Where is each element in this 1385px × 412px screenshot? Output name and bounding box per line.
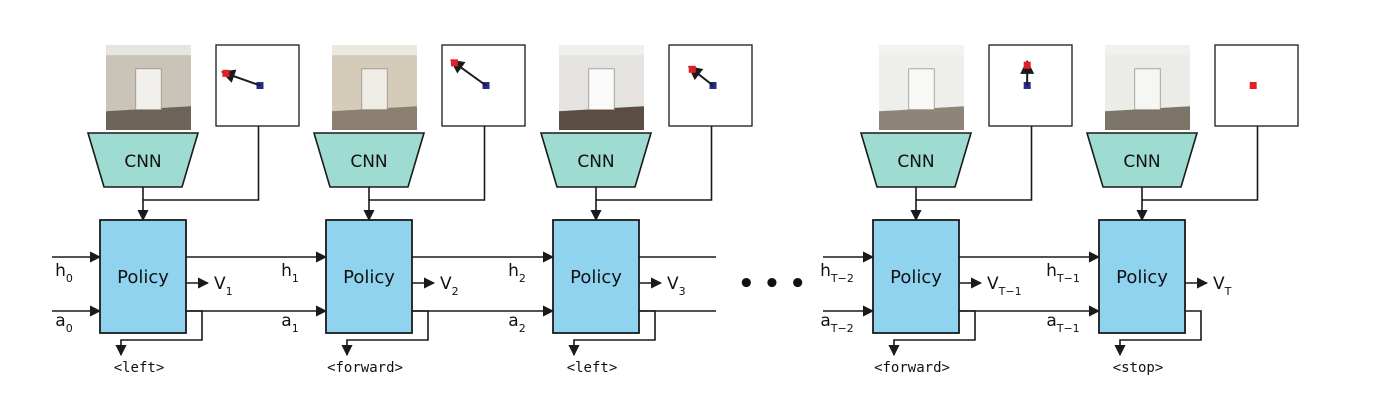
goal-marker	[1249, 82, 1257, 89]
policy-label: Policy	[890, 267, 942, 288]
value-label: V1	[214, 274, 233, 298]
value-label: V3	[667, 274, 686, 298]
prev-action-label: aT−1	[1046, 311, 1079, 335]
goal-marker	[450, 59, 458, 67]
goal-map	[668, 44, 753, 127]
prev-action-label: a1	[281, 311, 298, 335]
policy-box	[325, 219, 413, 334]
map-to-policy-arrow	[1136, 126, 1259, 222]
cnn-block	[859, 132, 973, 188]
photo-ceiling	[559, 45, 644, 56]
photo-floor	[1105, 106, 1190, 130]
prev-action-label: aT−2	[820, 311, 853, 335]
goal-map	[1214, 44, 1299, 127]
observation-photo	[879, 45, 964, 130]
photo-ceiling	[1105, 45, 1190, 56]
action-output-arrow	[568, 310, 656, 357]
action-output-arrow	[1114, 310, 1202, 357]
photo-floor	[879, 106, 964, 130]
photo-floor	[332, 106, 417, 130]
policy-box	[99, 219, 187, 334]
goal-map	[441, 44, 526, 127]
policy-label: Policy	[343, 267, 395, 288]
prev-action-label: a2	[508, 311, 525, 335]
policy-label: Policy	[1116, 267, 1168, 288]
hidden-state-label: hT−2	[820, 261, 854, 285]
prev-action-label: a0	[55, 311, 72, 335]
stage-3: CNN Policy V3 <left> h2 a2	[508, 44, 753, 376]
goal-map	[215, 44, 300, 127]
action-output-arrow	[888, 310, 976, 357]
cnn-label: CNN	[350, 152, 387, 172]
policy-label: Policy	[117, 267, 169, 288]
observation-photo	[332, 45, 417, 130]
map-to-policy-arrow	[910, 126, 1033, 222]
photo-floor	[106, 106, 191, 130]
stage-4: CNN Policy VT−1 <forward> hT−2 aT−2	[820, 44, 1073, 376]
cnn-block	[312, 132, 426, 188]
photo-doorway	[588, 68, 615, 111]
goal-marker	[1023, 61, 1031, 69]
action-label: <forward>	[327, 360, 403, 376]
photo-doorway	[908, 68, 935, 111]
stages: CNN Policy V1 <left> h0 a0 CNN Policy V2 <forward…	[55, 44, 1299, 376]
stage-1: CNN Policy V1 <left> h0 a0	[55, 44, 300, 376]
action-output-arrow	[115, 310, 203, 357]
cnn-block	[1085, 132, 1199, 188]
map-to-policy-arrow	[590, 126, 713, 222]
action-output-arrow	[341, 310, 429, 357]
action-label: <forward>	[874, 360, 950, 376]
cnn-label: CNN	[124, 152, 161, 172]
map-to-policy-arrow	[363, 126, 486, 222]
photo-doorway	[361, 68, 388, 111]
cnn-label: CNN	[577, 152, 614, 172]
hidden-state-label: h1	[281, 261, 299, 285]
policy-box	[872, 219, 960, 334]
map-to-policy-arrow	[137, 126, 260, 222]
action-label: <left>	[114, 360, 165, 376]
value-label: VT	[1213, 274, 1232, 298]
photo-floor	[559, 106, 644, 130]
observation-photo	[106, 45, 191, 130]
goal-marker	[688, 65, 696, 73]
goal-map	[988, 44, 1073, 127]
stage-2: CNN Policy V2 <forward> h1 a1	[281, 44, 526, 376]
value-label: VT−1	[987, 274, 1022, 298]
photo-ceiling	[106, 45, 191, 56]
action-label: <left>	[567, 360, 618, 376]
photo-doorway	[135, 68, 162, 111]
stage-5: CNN Policy VT <stop> hT−1 aT−1	[1046, 44, 1299, 376]
photo-ceiling	[332, 45, 417, 56]
hidden-state-label: h0	[55, 261, 73, 285]
cnn-block	[539, 132, 653, 188]
goal-marker	[222, 69, 230, 77]
hidden-state-label: hT−1	[1046, 261, 1080, 285]
cnn-label: CNN	[897, 152, 934, 172]
cnn-label: CNN	[1123, 152, 1160, 172]
policy-box	[552, 219, 640, 334]
hidden-state-label: h2	[508, 261, 526, 285]
photo-ceiling	[879, 45, 964, 56]
policy-box	[1098, 219, 1186, 334]
policy-label: Policy	[570, 267, 622, 288]
photo-doorway	[1134, 68, 1161, 111]
observation-photo	[1105, 45, 1190, 130]
observation-photo	[559, 45, 644, 130]
ellipsis: • • •	[738, 269, 806, 299]
action-label: <stop>	[1113, 360, 1164, 376]
cnn-block	[86, 132, 200, 188]
value-label: V2	[440, 274, 459, 298]
